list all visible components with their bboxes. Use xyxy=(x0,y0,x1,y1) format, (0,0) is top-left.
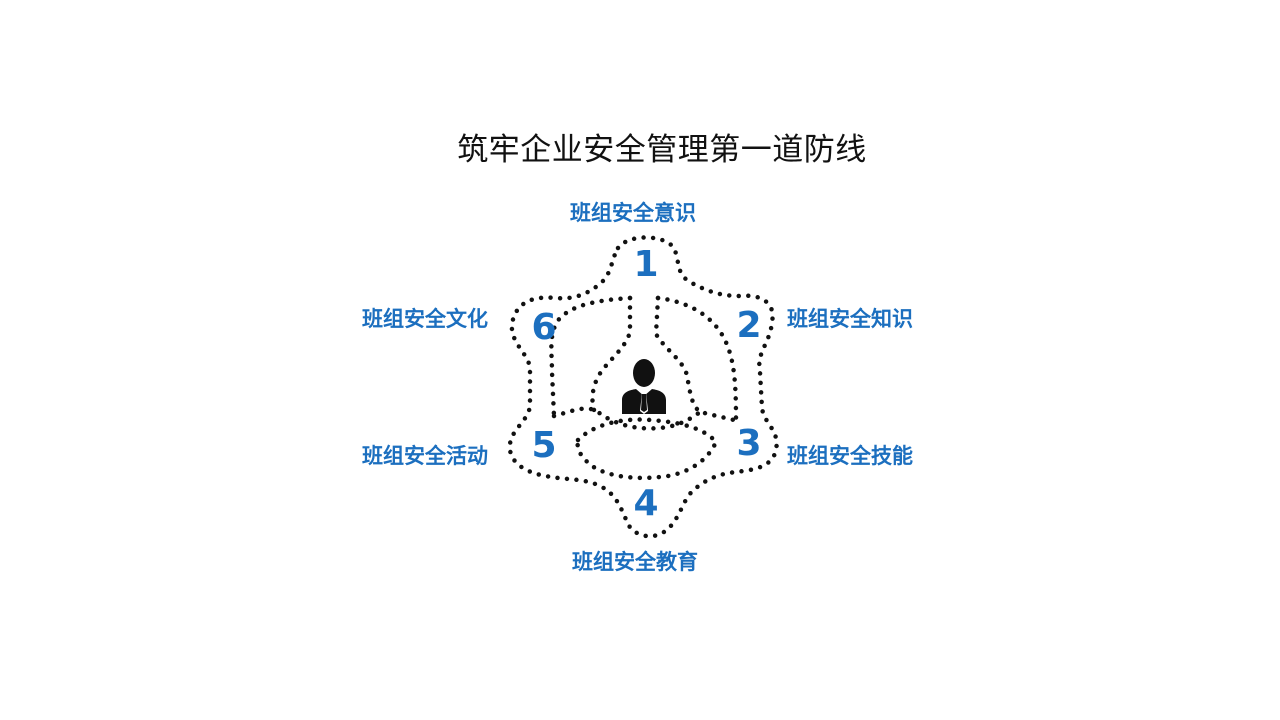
segment-number-4: 4 xyxy=(633,483,659,524)
segment-number-6: 6 xyxy=(531,307,557,348)
segment-number-2: 2 xyxy=(736,305,762,346)
segment-number-1: 1 xyxy=(633,244,659,285)
page-title: 筑牢企业安全管理第一道防线 xyxy=(457,132,867,168)
segment-label-1: 班组安全意识 xyxy=(570,201,696,225)
inner-right-lobe xyxy=(655,295,739,423)
segment-number-3: 3 xyxy=(736,423,762,464)
person-icon xyxy=(622,359,666,414)
inner-bottom-lens xyxy=(575,417,719,481)
inner-divider-right xyxy=(653,295,737,423)
segment-label-2: 班组安全知识 xyxy=(787,307,913,331)
segment-label-6: 班组安全文化 xyxy=(362,307,488,331)
outer-star-outline xyxy=(507,235,779,539)
inner-left-lobe xyxy=(549,295,633,419)
segment-label-5: 班组安全活动 xyxy=(362,444,488,468)
segment-label-4: 班组安全教育 xyxy=(572,550,698,574)
segment-number-5: 5 xyxy=(531,425,557,466)
segment-label-3: 班组安全技能 xyxy=(787,444,913,468)
